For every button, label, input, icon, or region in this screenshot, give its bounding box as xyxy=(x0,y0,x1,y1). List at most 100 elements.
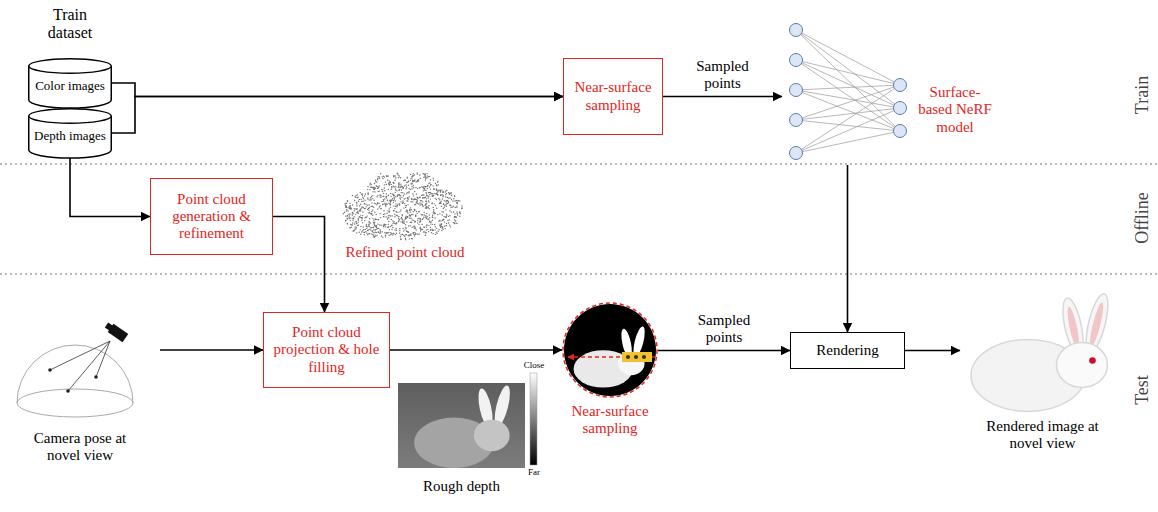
cloud-point xyxy=(420,178,421,179)
network-link xyxy=(796,60,900,108)
cloud-point xyxy=(354,200,355,201)
cloud-point xyxy=(447,197,448,198)
cloud-point xyxy=(432,216,433,217)
cloud-point xyxy=(372,209,373,210)
cloud-point xyxy=(407,211,408,212)
node-label: Rendered image at novel view xyxy=(980,418,1105,453)
cloud-point xyxy=(400,177,401,178)
cloud-point xyxy=(373,235,374,236)
cloud-point xyxy=(394,192,395,193)
cloud-point xyxy=(357,208,358,209)
cloud-point xyxy=(423,176,424,177)
cloud-point xyxy=(454,216,455,217)
cloud-point xyxy=(432,195,433,196)
cloud-point xyxy=(408,198,409,199)
cloud-point xyxy=(433,179,434,180)
cloud-point xyxy=(454,200,455,201)
cloud-point xyxy=(403,198,404,199)
cloud-point xyxy=(367,204,368,205)
cloud-point xyxy=(426,216,427,217)
cloud-point xyxy=(386,203,387,204)
cloud-point xyxy=(424,197,425,198)
cloud-point xyxy=(387,218,388,219)
cloud-point xyxy=(409,210,410,211)
cloud-point xyxy=(443,211,444,212)
cloud-point xyxy=(423,195,424,196)
cloud-point xyxy=(400,192,401,193)
cloud-point xyxy=(367,186,368,187)
cloud-point xyxy=(454,195,455,196)
cloud-point xyxy=(391,225,392,226)
cloud-point xyxy=(415,227,416,228)
cloud-point xyxy=(398,194,399,195)
cloud-point xyxy=(407,212,408,213)
cloud-point xyxy=(364,203,365,204)
cloud-point xyxy=(414,209,415,210)
cloud-point xyxy=(436,233,437,234)
cloud-point xyxy=(428,197,429,198)
depth-image: Rough depth xyxy=(398,365,543,500)
cloud-point xyxy=(349,205,350,206)
cloud-point xyxy=(379,194,380,195)
cloud-point xyxy=(352,222,353,223)
cloud-point xyxy=(346,218,347,219)
cloud-point xyxy=(375,187,376,188)
cloud-point xyxy=(368,229,369,230)
cloud-point xyxy=(408,225,409,226)
cloud-point xyxy=(361,201,362,202)
cloud-point xyxy=(397,174,398,175)
cloud-point xyxy=(349,227,350,228)
cloud-point xyxy=(387,210,388,211)
cloud-point xyxy=(396,233,397,234)
cloud-point xyxy=(393,197,394,198)
cloud-point xyxy=(378,185,379,186)
cloud-point xyxy=(417,180,418,181)
cloud-point xyxy=(437,182,438,183)
cloud-point xyxy=(437,194,438,195)
cloud-point xyxy=(437,191,438,192)
cloud-point xyxy=(410,189,411,190)
cloud-point xyxy=(413,195,414,196)
network-link xyxy=(796,30,900,131)
cloud-point xyxy=(415,204,416,205)
cloud-point xyxy=(373,232,374,233)
cloud-point xyxy=(373,207,374,208)
cloud-point xyxy=(433,188,434,189)
cloud-point xyxy=(443,208,444,209)
cloud-point xyxy=(416,197,417,198)
cloud-point xyxy=(391,225,392,226)
cloud-point xyxy=(384,187,385,188)
cloud-point xyxy=(441,189,442,190)
cloud-point xyxy=(428,225,429,226)
cloud-point xyxy=(436,208,437,209)
cloud-point xyxy=(407,177,408,178)
cloud-point xyxy=(453,206,454,207)
cloud-point xyxy=(437,214,438,215)
cloud-point xyxy=(388,217,389,218)
cloud-point xyxy=(385,236,386,237)
cloud-point xyxy=(420,220,421,221)
cloud-point xyxy=(395,189,396,190)
cloud-point xyxy=(405,218,406,219)
cloud-point xyxy=(343,213,344,214)
cloud-point xyxy=(412,227,413,228)
cloud-point xyxy=(360,192,361,193)
cylinder-top xyxy=(29,109,112,124)
cloud-point xyxy=(372,218,373,219)
cloud-point xyxy=(366,226,367,227)
bunny-head xyxy=(474,420,510,452)
cloud-point xyxy=(427,206,428,207)
cloud-point xyxy=(379,196,380,197)
cloud-point xyxy=(442,226,443,227)
cloud-point xyxy=(355,228,356,229)
cloud-point xyxy=(423,217,424,218)
cloud-point xyxy=(370,199,371,200)
cloud-point xyxy=(439,220,440,221)
cloud-point xyxy=(389,184,390,185)
cloud-point xyxy=(380,208,381,209)
cloud-point xyxy=(352,220,353,221)
cloud-point xyxy=(367,193,368,194)
cloud-point xyxy=(414,221,415,222)
cloud-point xyxy=(442,192,443,193)
cloud-point xyxy=(385,216,386,217)
